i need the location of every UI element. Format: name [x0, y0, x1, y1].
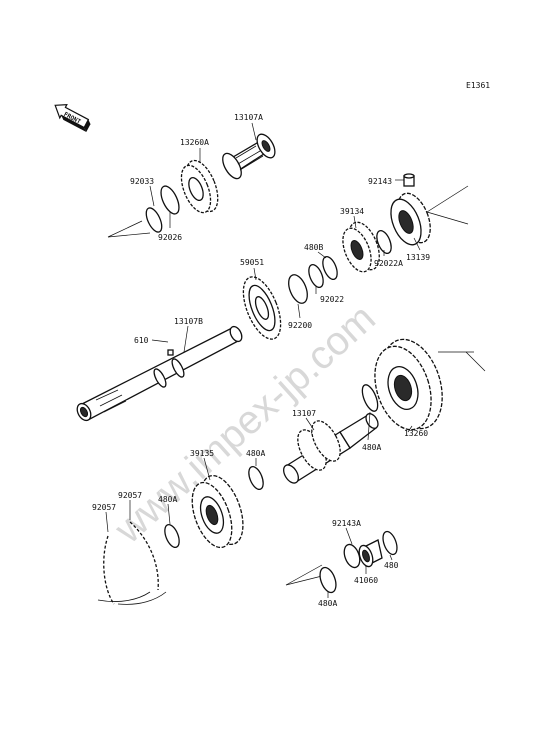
label-480a-4: 480A	[318, 599, 337, 608]
label-41060: 41060	[354, 576, 378, 585]
label-39135: 39135	[190, 449, 214, 458]
diagram-code: E1361	[466, 81, 490, 90]
label-13107b: 13107B	[174, 317, 203, 326]
label-92143a: 92143A	[332, 519, 361, 528]
label-92057-2: 92057	[92, 503, 116, 512]
part-13107b-shaft	[76, 325, 243, 422]
part-92026-washer	[160, 185, 180, 215]
label-92022a: 92022A	[374, 259, 403, 268]
part-92022a-washer	[376, 229, 392, 255]
label-13260: 13260	[404, 429, 428, 438]
leader-lines	[105, 122, 421, 598]
part-92057-chain-1	[97, 535, 151, 605]
part-13107-shaft	[283, 413, 379, 484]
part-480b-circlip	[322, 255, 338, 281]
part-labels: 13107A 13260A 92033 92026 92143 39134 48…	[92, 113, 430, 608]
label-92033: 92033	[130, 177, 154, 186]
part-480-circlip	[382, 530, 398, 556]
part-13260a-gear	[180, 159, 219, 214]
label-92026: 92026	[158, 233, 182, 242]
part-92200-washer	[288, 274, 308, 304]
label-92057-1: 92057	[118, 491, 142, 500]
label-59051: 59051	[240, 258, 264, 267]
part-92143a-collar	[343, 543, 361, 569]
part-39134-gear	[342, 221, 380, 273]
part-39135-gear	[191, 474, 244, 549]
part-13139-sleeve	[390, 192, 431, 246]
part-92143-collar	[403, 173, 415, 187]
label-480a-3: 480A	[158, 495, 177, 504]
front-arrow-icon: FRONT	[54, 104, 91, 133]
label-480: 480	[384, 561, 399, 570]
part-13107a-sleeve	[222, 133, 276, 180]
part-41060-bush	[358, 539, 383, 568]
label-13139: 13139	[406, 253, 430, 262]
part-92057-chain-2	[117, 521, 167, 605]
label-92022: 92022	[320, 295, 344, 304]
label-92200: 92200	[288, 321, 312, 330]
label-480a-1: 480A	[362, 443, 381, 452]
part-92033-circlip	[145, 207, 163, 233]
part-480a-circlip-4	[319, 566, 337, 594]
part-480a-circlip-1	[361, 384, 379, 412]
label-480a-2: 480A	[246, 449, 265, 458]
part-92022-washer	[308, 263, 324, 289]
part-59051-gear	[242, 276, 282, 340]
label-610: 610	[134, 336, 149, 345]
label-13107: 13107	[292, 409, 316, 418]
part-13260-gear	[374, 338, 443, 431]
label-39134: 39134	[340, 207, 364, 216]
label-480b: 480B	[304, 243, 323, 252]
part-480a-circlip-3	[164, 523, 180, 549]
label-92143: 92143	[368, 177, 392, 186]
label-13260a: 13260A	[180, 138, 209, 147]
part-480a-circlip-2	[248, 465, 264, 491]
watermark: www.impex-jp.com	[106, 296, 384, 552]
reference-lines	[107, 185, 486, 586]
label-13107a: 13107A	[234, 113, 263, 122]
